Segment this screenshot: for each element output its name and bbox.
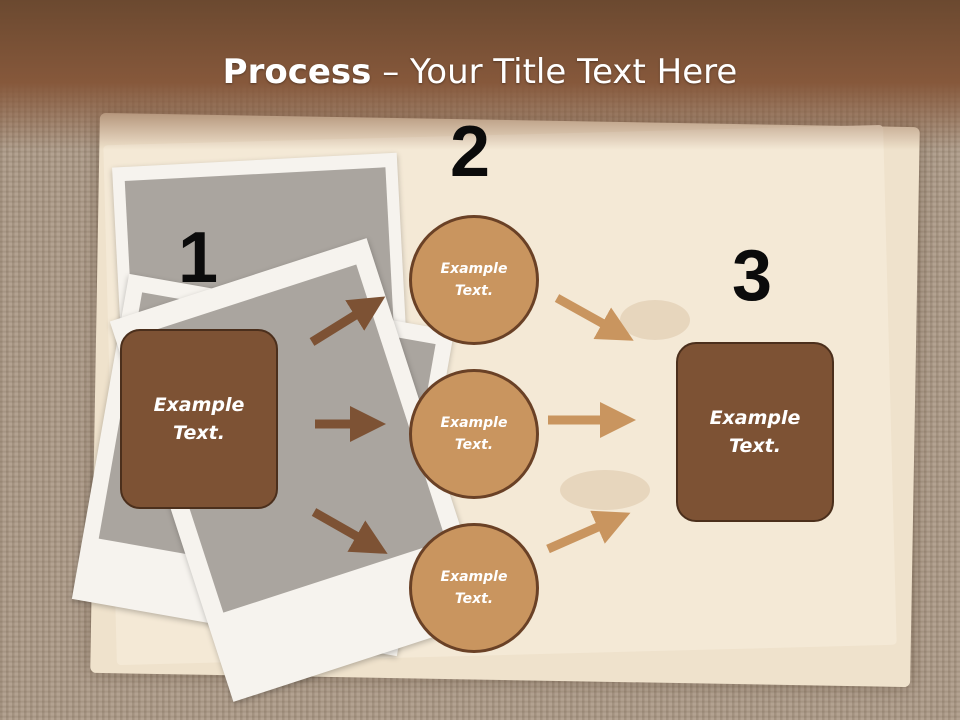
title-rest: Your Title Text Here xyxy=(410,52,738,92)
step-3-box: Example Text. xyxy=(676,342,834,522)
arrow-to-circle-1 xyxy=(309,296,386,346)
title-bold: Process xyxy=(222,52,372,92)
step-2-circle-middle: Example Text. xyxy=(409,369,539,499)
circle-text: Example Text. xyxy=(440,260,508,299)
step-2-circle-top: Example Text. xyxy=(409,215,539,345)
title-dash: – xyxy=(371,52,411,92)
step-2-circle-bottom: Example Text. xyxy=(409,523,539,653)
step-3-text: Example Text. xyxy=(709,406,801,458)
arrow-from-circle-1 xyxy=(554,294,634,341)
step-number-3: 3 xyxy=(732,236,773,316)
slide-title: Process – Your Title Text Here xyxy=(0,52,960,92)
arrow-from-circle-3 xyxy=(546,510,631,554)
circle-text: Example Text. xyxy=(440,568,508,607)
circle-text: Example Text. xyxy=(440,414,508,453)
step-number-2: 2 xyxy=(450,112,491,192)
title-bar xyxy=(0,0,960,150)
step-number-1: 1 xyxy=(178,218,219,298)
paper-stain xyxy=(560,470,650,510)
step-1-box: Example Text. xyxy=(120,329,278,509)
step-1-text: Example Text. xyxy=(153,393,245,445)
arrow-to-circle-3 xyxy=(311,508,388,554)
